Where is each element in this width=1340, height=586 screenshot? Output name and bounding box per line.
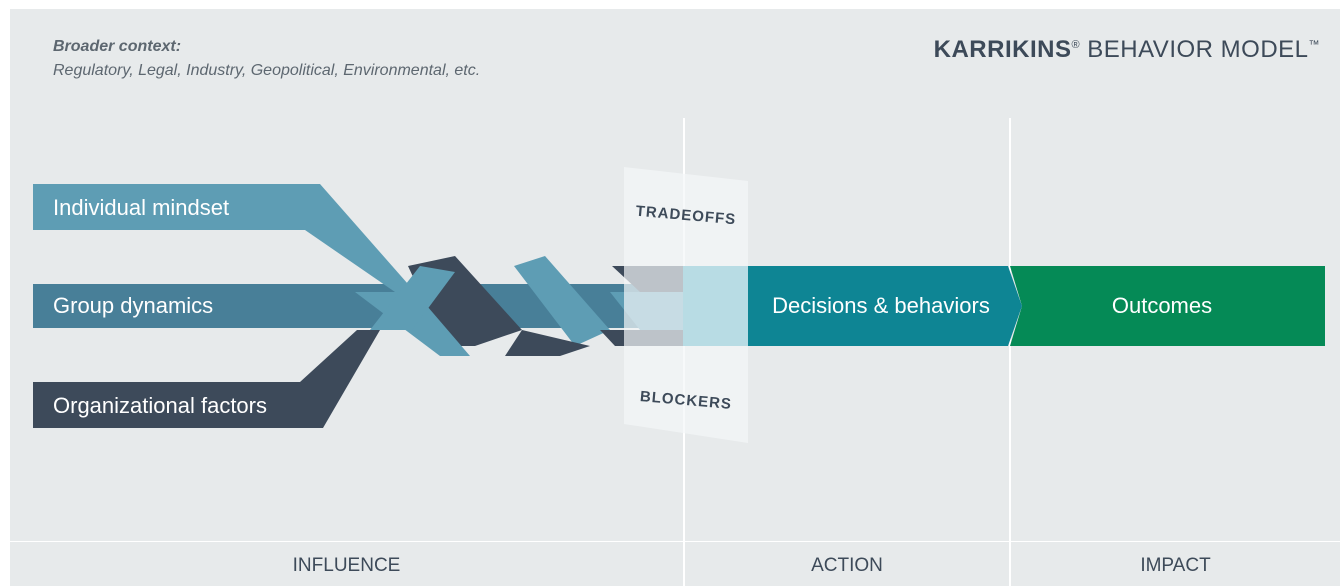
braid-strand-light-3 <box>514 256 610 346</box>
brand-title: KARRIKINS® BEHAVIOR MODEL™ <box>934 36 1320 64</box>
organizational-factors-label: Organizational factors <box>53 393 267 418</box>
outcomes-label: Outcomes <box>1112 293 1212 318</box>
context-text: Regulatory, Legal, Industry, Geopolitica… <box>53 62 481 79</box>
group-dynamics-label: Group dynamics <box>53 293 213 318</box>
braid-strand-dark-2 <box>505 330 590 356</box>
outcomes-band <box>1010 266 1325 346</box>
decisions-band <box>683 266 1022 346</box>
brand-suffix: BEHAVIOR MODEL <box>1087 36 1309 63</box>
brand-name: KARRIKINS <box>933 36 1072 63</box>
phase-impact-label: IMPACT <box>1140 555 1211 576</box>
individual-mindset-label: Individual mindset <box>53 195 229 220</box>
braid-strand-light-2 <box>370 266 455 330</box>
gate-overlap <box>683 266 748 346</box>
trademark-mark: ™ <box>1308 39 1320 51</box>
phase-influence-label: INFLUENCE <box>292 555 401 576</box>
phase-action-label: ACTION <box>811 555 883 576</box>
phase-footer <box>10 542 1340 586</box>
organizational-factors-band <box>33 330 380 428</box>
registered-mark: ® <box>1071 39 1081 51</box>
individual-mindset-band <box>33 184 415 292</box>
context-label: Broader context: <box>53 38 182 55</box>
decisions-behaviors-label: Decisions & behaviors <box>772 293 990 318</box>
separator-action-impact <box>1009 118 1011 586</box>
